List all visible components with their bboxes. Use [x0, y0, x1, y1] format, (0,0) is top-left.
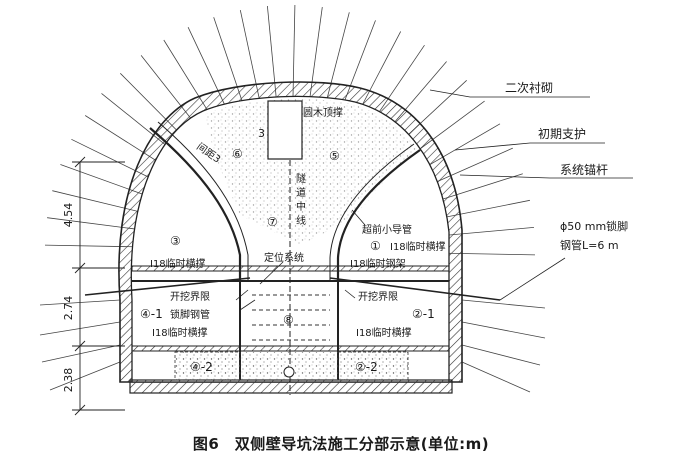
callout-leaders	[235, 89, 633, 311]
anchor-bolt-line	[461, 344, 541, 366]
centerline-label-char: 中	[296, 200, 306, 213]
temporary-struts	[131, 265, 450, 352]
dim-2-74: 2.74	[62, 296, 75, 321]
invert-fill-right	[337, 351, 409, 381]
centerline-label-char: 隧	[296, 172, 306, 185]
section-4-2: ④-2	[190, 360, 213, 374]
label-i18-frame: I18临时钢架	[350, 257, 406, 270]
label-primary-support: 初期支护	[538, 127, 586, 141]
left-pit-wall-inner	[157, 121, 249, 280]
label-excavation-boundary-left: 开挖界限	[170, 290, 210, 303]
section-3: ③	[170, 234, 181, 248]
figure-caption: 图6 双侧壁导坑法施工分部示意(单位:m)	[193, 435, 489, 453]
left-pit-wall	[149, 127, 242, 280]
label-i18-strut-left-lower: I18临时横撑	[152, 326, 208, 339]
label-lock-foot-pipe-1: ϕ50 mm锁脚	[560, 219, 628, 233]
anchor-bolt-line	[41, 344, 121, 363]
centerline-label-char: 线	[296, 214, 306, 227]
anchor-bolt-line	[49, 361, 121, 391]
label-lock-foot-pipe-2: 钢管L=6 m	[560, 238, 619, 252]
left-dimension-line	[72, 156, 125, 416]
label-i18-strut-right: I18临时横撑	[390, 240, 446, 253]
label-lock-foot-pipe-left: 锁脚钢管	[170, 308, 210, 321]
right-pit-wall	[336, 149, 421, 280]
anchor-bolt-line	[461, 321, 546, 339]
label-timber-prop: 圆木顶撑	[303, 106, 343, 119]
dim-4-54: 4.54	[62, 203, 75, 228]
section-4-1: ④-1	[140, 307, 163, 321]
invert-fill-left	[174, 351, 241, 381]
anchor-bolt-line	[461, 299, 546, 309]
invert-base	[129, 379, 453, 394]
section-2-2: ②-2	[355, 360, 378, 374]
drain-pipe	[283, 366, 295, 378]
core-bench-steps	[252, 294, 330, 341]
section-2-1: ②-1	[412, 307, 435, 321]
section-6: ⑥	[232, 147, 243, 161]
section-8: ⑧	[283, 313, 294, 327]
label-dim-top: 3	[258, 127, 265, 140]
label-system-anchor: 系统锚杆	[560, 162, 608, 177]
label-advance-pipe: 超前小导管	[362, 223, 412, 236]
upper-core-region	[205, 99, 418, 246]
section-5: ⑤	[329, 149, 340, 163]
right-pit-wall-inner	[329, 143, 415, 280]
timber-prop	[267, 100, 303, 160]
section-7: ⑦	[267, 215, 278, 229]
label-i18-strut-right-lower: I18临时横撑	[356, 326, 412, 339]
centerline-label-char: 道	[296, 186, 306, 199]
label-positioning-system: 定位系统	[264, 251, 304, 264]
label-second-lining: 二次衬砌	[505, 81, 553, 95]
anchor-bolt-line	[461, 361, 531, 393]
label-i18-strut-left-upper: I18临时横撑	[150, 257, 206, 270]
dim-2-38: 2.38	[62, 368, 75, 393]
lock-foot-pipes	[84, 257, 566, 301]
section-1: ①	[370, 239, 381, 253]
label-excavation-boundary-right: 开挖界限	[358, 290, 398, 303]
